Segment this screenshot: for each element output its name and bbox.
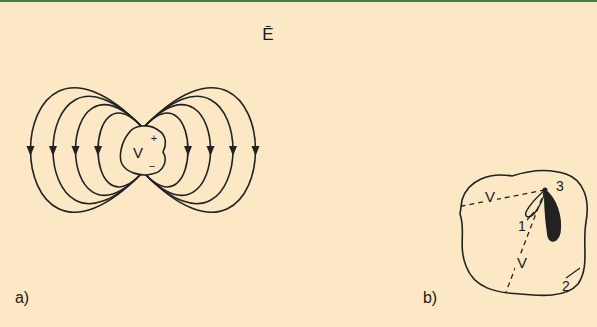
callout-number: 2 [560,278,572,294]
field-symbol: Ē [260,25,275,44]
arrowhead [229,146,237,156]
charge-sign: + [149,132,159,145]
point [543,188,548,193]
callout-number: 3 [554,178,566,194]
arrowhead [72,146,80,156]
inner-conductor [545,190,561,241]
arrowhead [207,146,215,156]
callout-number: 1 [516,218,528,234]
leader-line [527,212,534,220]
conductor-body [120,126,165,175]
charge-sign: − [147,160,157,173]
top-rule [0,0,597,2]
volume-label: V [515,254,529,271]
dashed-path [462,190,545,206]
dashed-path [506,190,545,292]
arrowhead [94,146,102,156]
arrowhead [27,146,35,156]
field-lines [31,88,256,212]
arrowhead [184,146,192,156]
leader-line [566,268,580,278]
volume-label: V [131,144,145,161]
arrowhead [252,146,260,156]
panel-label: b) [421,289,439,307]
panel-label: a) [13,289,31,307]
volume-label: V [483,188,497,205]
cavity [526,190,545,217]
arrowhead [49,146,57,156]
outer-body [460,170,587,295]
